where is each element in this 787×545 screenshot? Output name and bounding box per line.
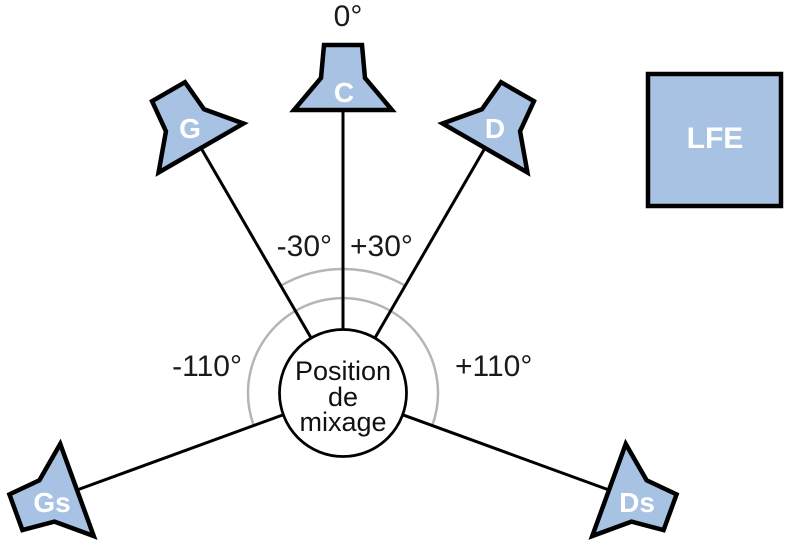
speaker-left-surround: Gs xyxy=(0,444,94,545)
mix-position-circle xyxy=(278,328,408,458)
speaker-center-label: C xyxy=(334,77,354,108)
angle-label-minus110: -110° xyxy=(172,350,242,383)
lfe-box xyxy=(645,71,784,209)
angle-label-0: 0° xyxy=(334,0,363,33)
speaker-center: C xyxy=(294,45,392,110)
speaker-right-surround-label: Ds xyxy=(619,487,655,518)
speaker-right-surround: Ds xyxy=(592,444,687,545)
angle-label-plus30: +30° xyxy=(350,230,413,263)
angle-label-minus30: -30° xyxy=(277,230,332,263)
speaker-right-label: D xyxy=(485,113,505,144)
mix-position-label-line3: mixage xyxy=(299,407,386,437)
mix-position-label-line2: de xyxy=(328,382,358,412)
speaker-left: G xyxy=(126,67,243,172)
speaker-left-label: G xyxy=(179,113,201,144)
mix-position-label-line1: Position xyxy=(295,356,391,386)
speaker-right: D xyxy=(443,67,560,172)
speaker-left-surround-label: Gs xyxy=(33,487,70,518)
lfe-speaker: LFE xyxy=(645,71,784,209)
angle-label-plus110: +110° xyxy=(455,350,532,383)
lfe-label: LFE xyxy=(687,122,744,155)
